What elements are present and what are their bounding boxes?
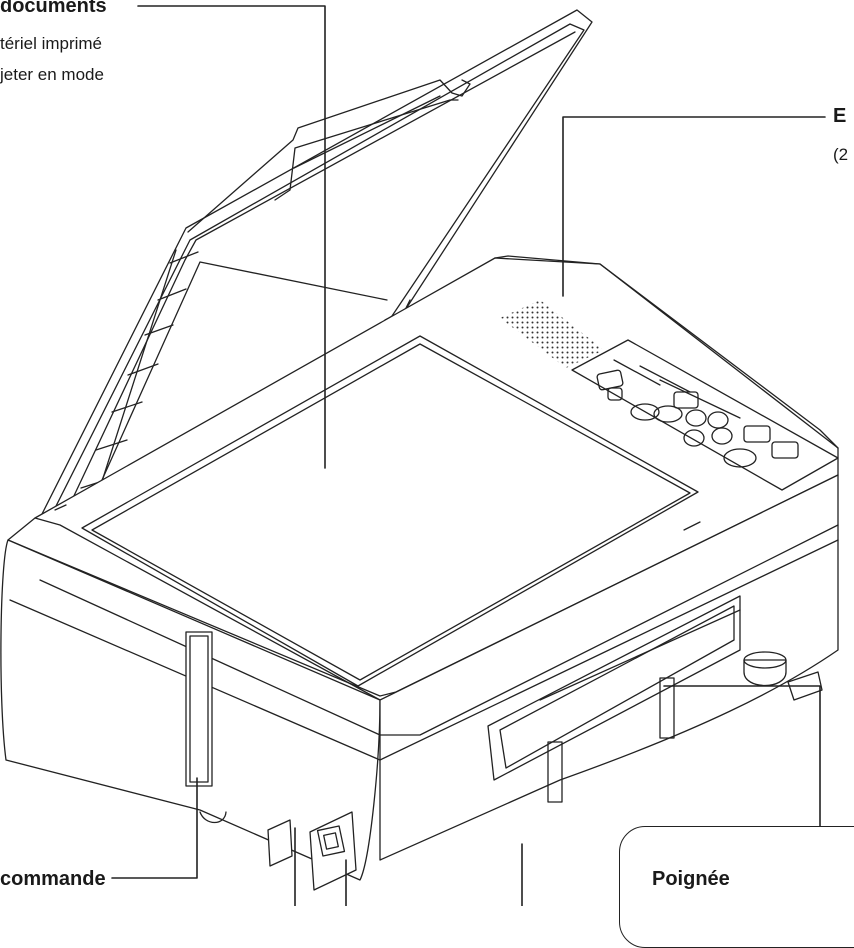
label-documents-line1: tériel imprimé [0,34,103,53]
label-documents-title: documents [0,0,107,17]
power-connector [267,811,357,891]
leader-lines [111,5,826,907]
label-speaker-sub: (2 [833,145,849,164]
handle-slot [487,595,741,803]
leader-documents [137,5,326,469]
lid-hinge-ribs [80,249,199,501]
label-documents-line2: jeter en mode [0,65,104,84]
document-lid [39,9,593,521]
speaker-grille [500,300,604,368]
leader-speaker [562,116,826,297]
label-handle-title: Poignée [652,868,730,890]
leader-remote [111,777,198,879]
projector-illustration [0,5,839,907]
leader-handle [663,685,821,827]
label-speaker-title: E [833,105,847,127]
label-remote-title: commande [0,868,106,890]
control-panel [571,339,839,491]
